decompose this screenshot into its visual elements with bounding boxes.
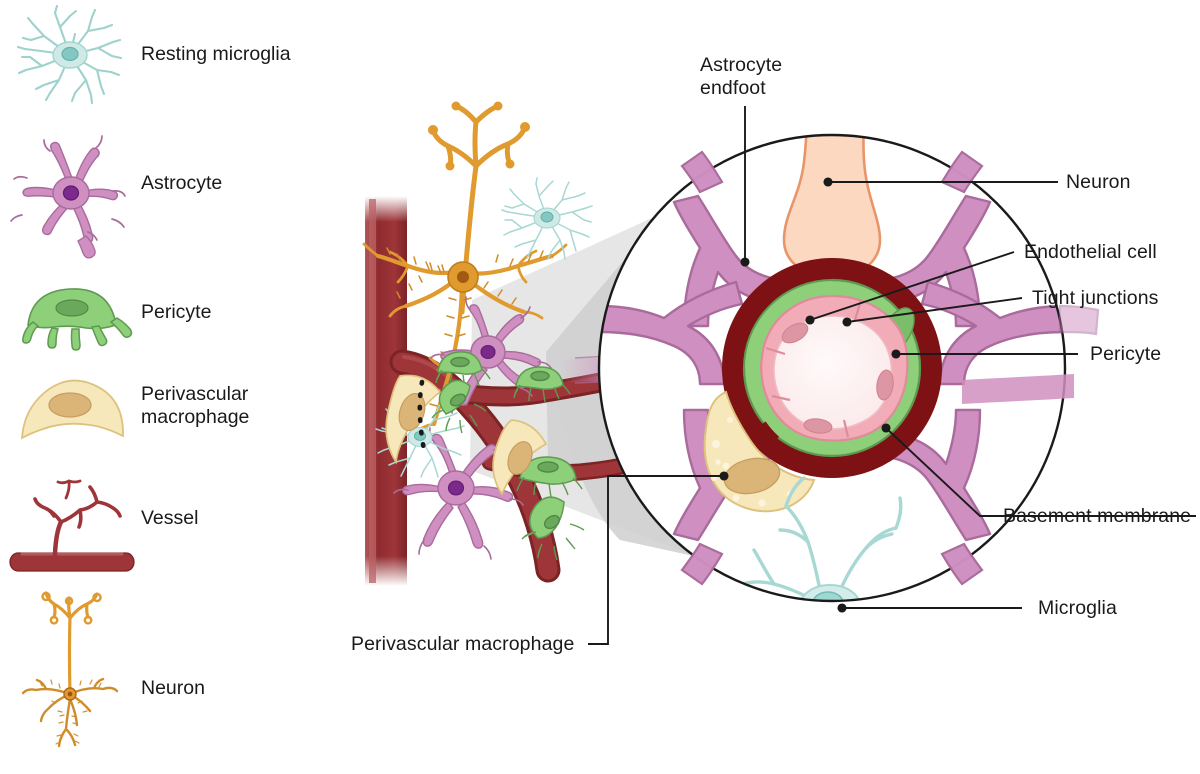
dotted-reference-line (417, 379, 427, 453)
legend-icon-pericyte (22, 288, 133, 351)
inset-perivascular-macrophage (703, 390, 816, 513)
callout-label-astrocyte-endfoot: Astrocyte endfoot (700, 54, 783, 99)
legend-label-perivascular-macrophage: Perivascular macrophage (141, 383, 250, 428)
callout-label-endothelial-cell: Endothelial cell (1024, 241, 1157, 263)
legend-label-neuron: Neuron (141, 677, 205, 699)
legend-label-astrocyte: Astrocyte (141, 172, 223, 194)
callout-label-microglia: Microglia (1038, 597, 1117, 619)
callout-label-neuron: Neuron (1066, 171, 1131, 193)
legend-icon-perivascular-macrophage (20, 379, 124, 440)
legend-label-resting-microglia: Resting microglia (141, 43, 291, 65)
pericyte-cells (431, 351, 585, 561)
callout-label-perivascular-macrophage: Perivascular macrophage (351, 633, 575, 655)
astrocyte-cell-lower (393, 427, 524, 560)
legend-label-pericyte: Pericyte (141, 301, 212, 323)
vessel-lumen (773, 315, 893, 430)
legend-icon-vessel (9, 479, 135, 572)
legend-icon-neuron (21, 591, 119, 748)
callout-label-pericyte: Pericyte (1090, 343, 1162, 365)
resting-microglia-cell-top (501, 177, 593, 260)
legend-icon-resting-microglia (16, 4, 123, 105)
endothelial-nuclei (781, 322, 894, 434)
legend-label-vessel: Vessel (141, 507, 199, 529)
perivascular-macrophage-cells (385, 374, 548, 496)
callout-label-basement-membrane: Basement membrane (1003, 505, 1192, 527)
inset-contents (599, 135, 1065, 601)
leader-lines (588, 106, 1196, 645)
legend-icon-astrocyte (10, 135, 126, 259)
tight-junctions (765, 299, 863, 438)
callout-label-tight-junctions: Tight junctions (1032, 287, 1159, 309)
astrocyte-arm-right (962, 374, 1074, 404)
inset-circle-outline (597, 133, 1067, 603)
